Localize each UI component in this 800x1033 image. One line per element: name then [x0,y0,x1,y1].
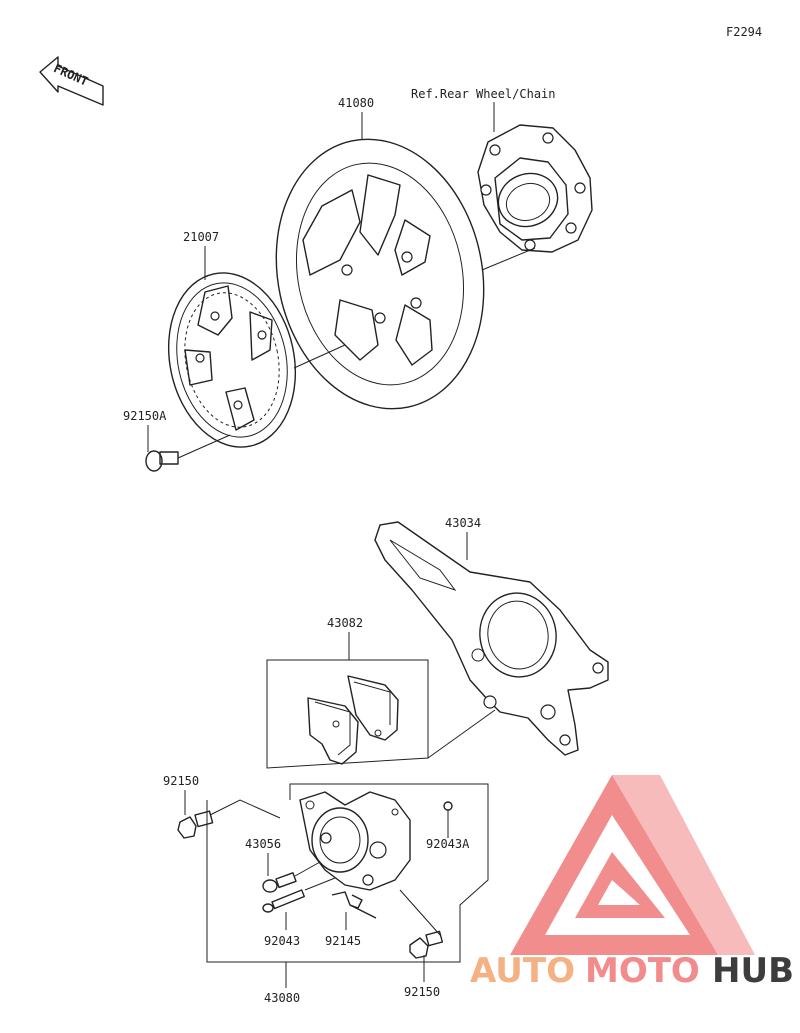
pin [262,877,336,913]
label-rotor-bolt: 92150A [123,409,167,423]
rear-wheel-hub [477,124,593,253]
label-caliper-bracket: 43034 [445,516,481,530]
figure-code: F2294 [726,25,762,39]
caliper-assembly-group [206,783,489,963]
sensor-rotor [167,272,346,448]
rotor-bolt [145,434,231,472]
label-caliper-mount-bolt-upper: 92150 [163,774,199,788]
label-sensor-rotor: 21007 [183,230,219,244]
watermark-auto: AUTO [470,951,575,991]
label-pin: 92043 [264,934,300,948]
label-caliper-mount-bolt-lower: 92150 [404,985,440,999]
label-bleeder-cap: 92043A [426,837,470,851]
label-pad-spring: 92145 [325,934,361,948]
brake-disc [275,138,536,410]
brake-pad-set [266,659,496,769]
watermark-logo [510,775,755,955]
pad-spring [331,891,377,919]
label-brake-disc: 41080 [338,96,374,110]
watermark-text: AUTO MOTO HUB [470,951,794,991]
reference-label: Ref.Rear Wheel/Chain [411,87,556,101]
caliper-mount-bolt-lower [399,889,444,959]
front-label: FRONT [51,61,90,88]
caliper-mount-bolt-upper [177,799,281,839]
bleeder-cap [443,801,453,811]
label-bleeder-valve: 43056 [245,837,281,851]
label-caliper-assembly: 43080 [264,991,300,1005]
front-direction-arrow: FRONT [39,56,104,106]
label-brake-pad-set: 43082 [327,616,363,630]
caliper-bracket [374,521,609,756]
watermark-hub: HUB [712,951,794,991]
bleeder-valve [262,861,321,893]
watermark-moto: MOTO [585,951,700,991]
